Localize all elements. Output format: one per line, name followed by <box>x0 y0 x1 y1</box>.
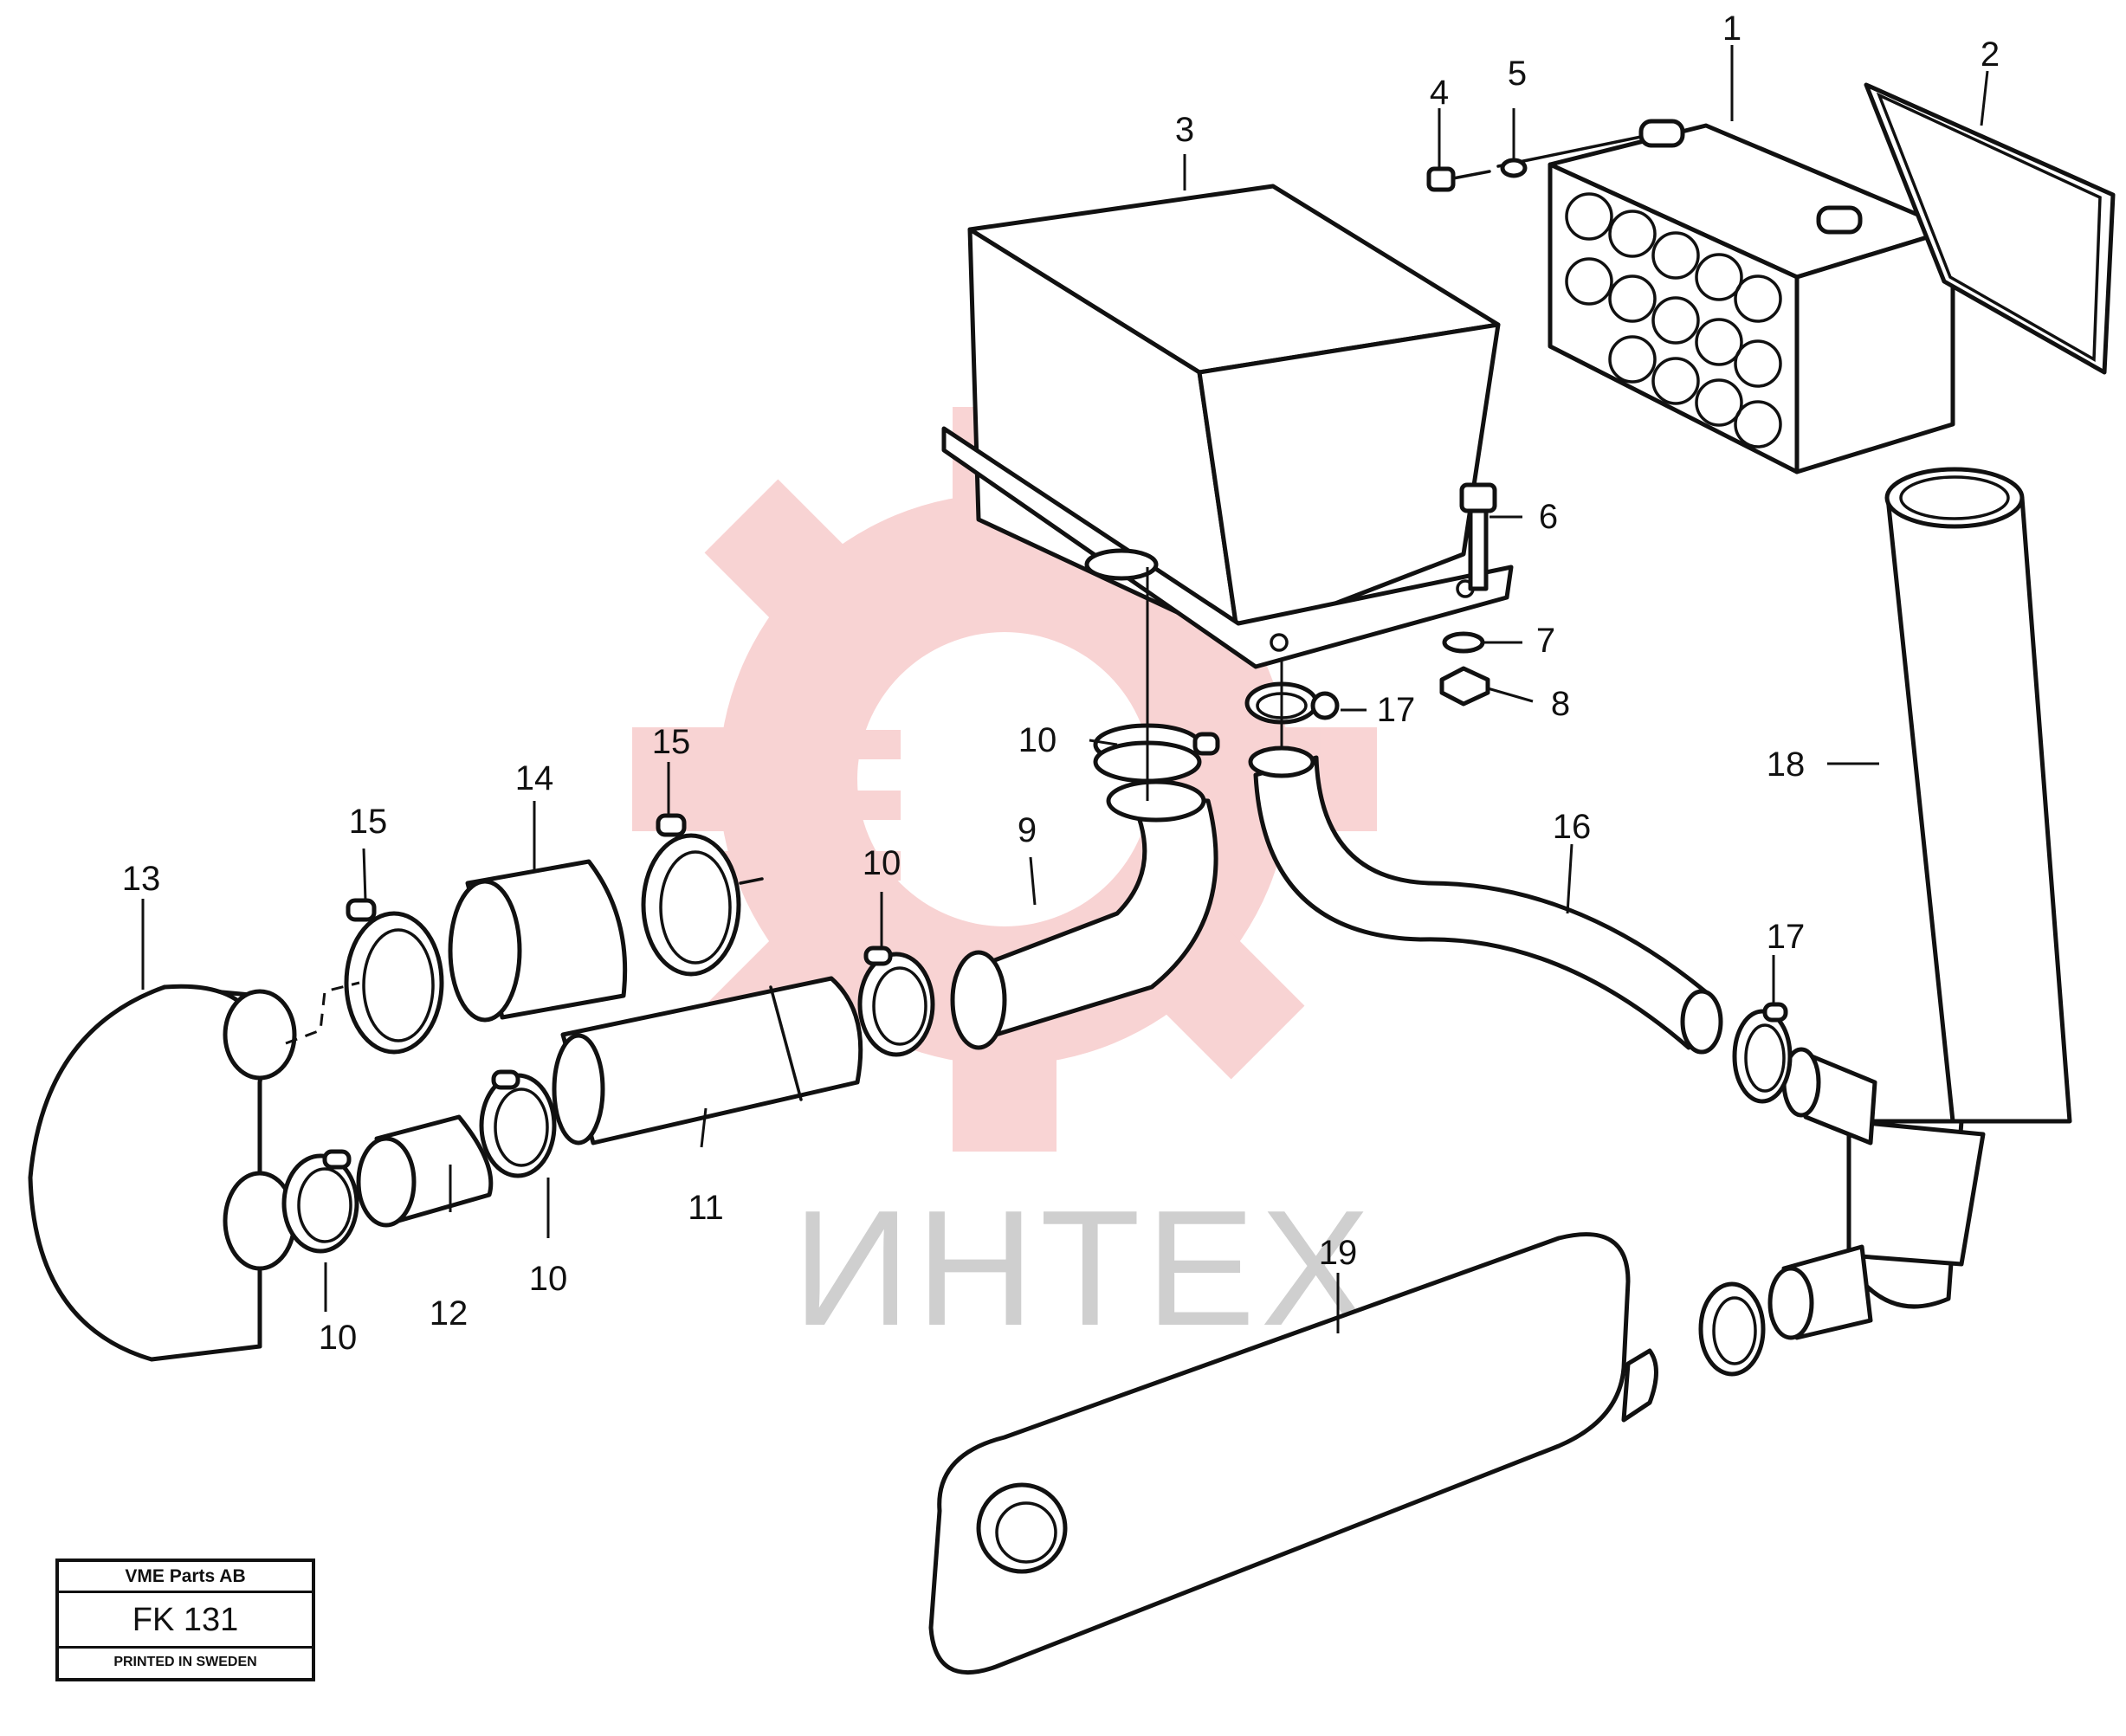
clamp-17-right <box>1732 1002 1793 1104</box>
inlet-tube <box>552 976 863 1146</box>
callout-13: 13 <box>122 860 161 898</box>
connecting-hose <box>448 859 628 1023</box>
stamp-company: VME Parts AB <box>59 1562 312 1593</box>
dashed-connection-line <box>285 981 360 1045</box>
callout-5: 5 <box>1508 55 1527 93</box>
callout-18: 18 <box>1767 745 1806 784</box>
callout-8: 8 <box>1551 685 1570 723</box>
clamp-15-right <box>641 813 764 977</box>
callout-17-top: 17 <box>1377 691 1416 729</box>
clamp-10-center-left <box>479 1069 557 1178</box>
callout-17-right: 17 <box>1767 918 1806 956</box>
clamp-10-bottom-left <box>281 1149 359 1254</box>
air-cleaner <box>28 984 297 1362</box>
clamp-10-center <box>857 945 935 1057</box>
callout-10-top: 10 <box>1018 721 1057 759</box>
stack-pipe <box>1767 467 2072 1340</box>
callout-16: 16 <box>1553 808 1592 846</box>
pre-cleaner-box <box>1496 119 1955 474</box>
bolt-washer-nut <box>1439 482 1497 707</box>
title-block-stamp: VME Parts AB FK 131 PRINTED IN SWEDEN <box>55 1559 315 1681</box>
callout-10-bottom-mid: 10 <box>529 1260 568 1298</box>
short-hose <box>356 1114 494 1228</box>
elbow-hose <box>950 779 1218 1050</box>
intake-hood <box>941 184 1514 669</box>
callout-14: 14 <box>515 759 554 797</box>
callout-3: 3 <box>1175 111 1194 149</box>
callout-1: 1 <box>1722 10 1742 48</box>
callout-2: 2 <box>1981 35 2000 74</box>
callout-labels: 1 2 3 4 5 6 7 8 9 10 10 10 10 11 12 13 1… <box>122 10 2000 1357</box>
stamp-code: FK 131 <box>59 1593 312 1649</box>
callout-15-left: 15 <box>349 803 388 841</box>
clamp-bottom-right <box>1698 1281 1766 1377</box>
callout-9: 9 <box>1018 811 1037 849</box>
callout-10-bottom-left: 10 <box>319 1319 358 1357</box>
gasket <box>1864 82 2116 375</box>
callout-10-center: 10 <box>863 844 901 882</box>
screw-and-washer <box>1426 158 1528 192</box>
callout-15-right: 15 <box>652 723 691 761</box>
leader-lines <box>141 45 1989 1333</box>
callout-7: 7 <box>1536 622 1555 660</box>
hose-clamps <box>281 681 1793 1377</box>
clamp-15-left <box>344 898 444 1055</box>
stamp-printed: PRINTED IN SWEDEN <box>113 1655 257 1669</box>
callout-19: 19 <box>1319 1234 1358 1272</box>
muffler <box>928 1232 1658 1675</box>
callout-11: 11 <box>688 1189 724 1227</box>
watermark-text: ИНТЕХ <box>792 1177 1375 1360</box>
callout-12: 12 <box>430 1294 468 1333</box>
exhaust-hose <box>1248 745 1723 1055</box>
callout-6: 6 <box>1539 498 1558 536</box>
callout-4: 4 <box>1430 74 1449 112</box>
clamp-17-top <box>1244 681 1340 725</box>
